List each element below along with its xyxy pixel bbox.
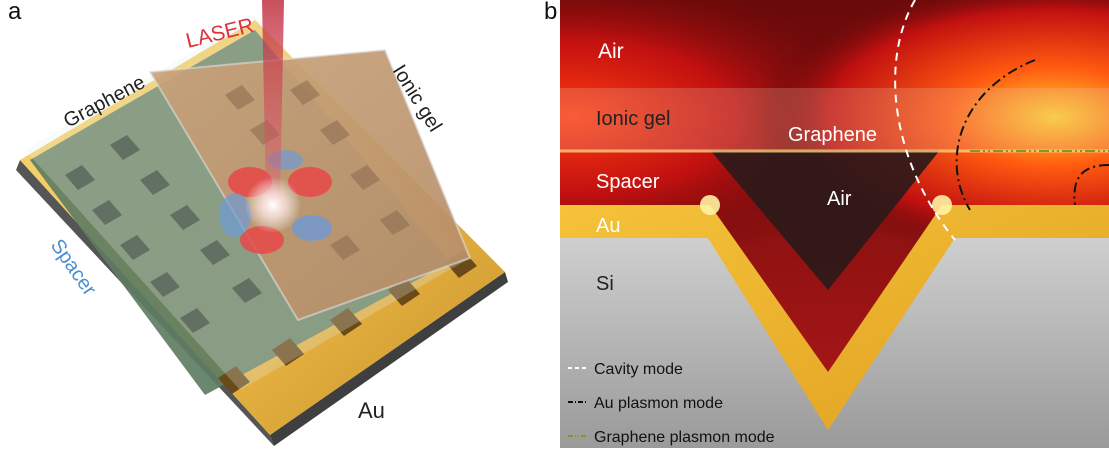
near-field-pattern	[219, 150, 332, 254]
label-air-cavity: Air	[827, 188, 852, 210]
pyramid-pits-under-gel	[225, 80, 410, 260]
legend-graphene-plasmon: Graphene plasmon mode	[594, 429, 775, 446]
field-map: Air Ionic gel Graphene Spacer Air Au Si …	[560, 0, 1109, 448]
pyramid-pits-spacer	[65, 135, 262, 333]
gold-v-layer	[560, 205, 1109, 430]
legend-cavity-mode: Cavity mode	[594, 361, 683, 378]
laser-spot	[245, 177, 301, 233]
ionic-gel-band	[560, 88, 1109, 150]
panel-a-device-schematic: a	[0, 0, 560, 448]
device-illustration: LASER Graphene Ionic gel Spacer Au	[16, 0, 508, 446]
label-au: Au	[358, 398, 385, 423]
mode-legend: Cavity mode Au plasmon mode Graphene pla…	[568, 361, 775, 446]
label-au-b: Au	[596, 215, 620, 237]
label-graphene-b: Graphene	[788, 124, 877, 146]
label-air-top: Air	[598, 40, 624, 63]
legend-au-plasmon: Au plasmon mode	[594, 395, 723, 412]
cavity-mode-contour	[894, 0, 956, 241]
label-ionic-gel-b: Ionic gel	[596, 108, 671, 130]
panel-b-cross-section: b	[544, 0, 1109, 448]
air-cavity-region	[710, 150, 940, 290]
panel-letter-b: b	[544, 0, 558, 25]
au-plasmon-contour	[955, 59, 1036, 211]
silicon-substrate	[560, 238, 1109, 448]
panel-letter-a: a	[8, 0, 22, 25]
laser-beam	[262, 0, 284, 205]
label-spacer-b: Spacer	[596, 171, 660, 193]
substrate-right-edge	[270, 272, 508, 446]
label-si: Si	[596, 273, 614, 295]
